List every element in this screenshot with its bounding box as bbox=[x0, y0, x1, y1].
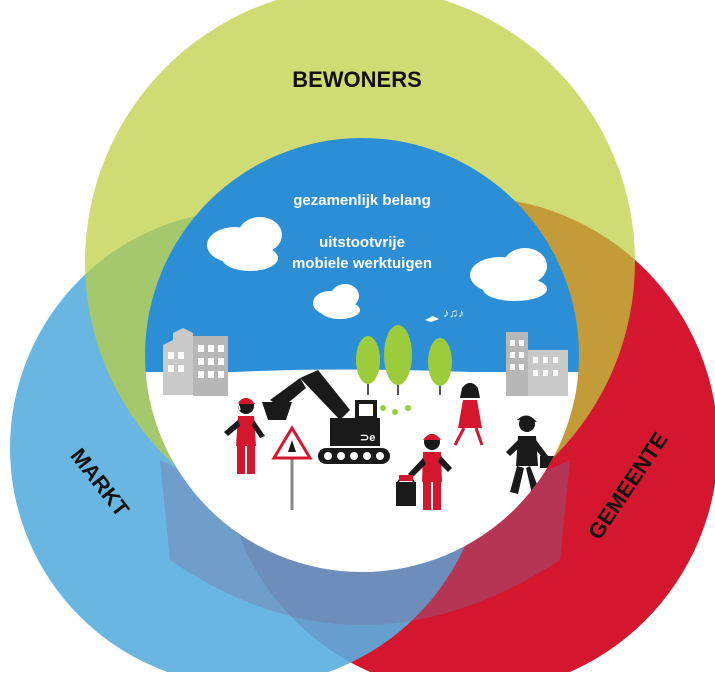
trees bbox=[356, 325, 452, 395]
worker-bucket-icon bbox=[396, 434, 452, 510]
center-text-line1: gezamenlijk belang bbox=[293, 192, 431, 209]
svg-text:⊃e: ⊃e bbox=[360, 432, 375, 444]
music-notes-icon: ♪♫♪ bbox=[443, 306, 464, 320]
flowers bbox=[380, 405, 411, 415]
cloud-middle bbox=[313, 284, 360, 319]
building-left bbox=[163, 328, 228, 396]
road-sign-icon bbox=[271, 425, 313, 510]
center-text-line3: mobiele werktuigen bbox=[292, 255, 432, 272]
worker-left-icon bbox=[224, 394, 265, 474]
label-bewoners: BEWONERS bbox=[292, 67, 422, 92]
businessman-icon bbox=[506, 415, 554, 494]
center-text-line2: uitstootvrije bbox=[319, 234, 405, 251]
building-right bbox=[506, 332, 568, 396]
cloud-right bbox=[470, 248, 547, 301]
bird-icon bbox=[425, 316, 439, 322]
excavator-icon: ⊃e bbox=[262, 370, 390, 464]
woman-icon bbox=[453, 380, 493, 446]
cloud-left bbox=[207, 217, 282, 271]
